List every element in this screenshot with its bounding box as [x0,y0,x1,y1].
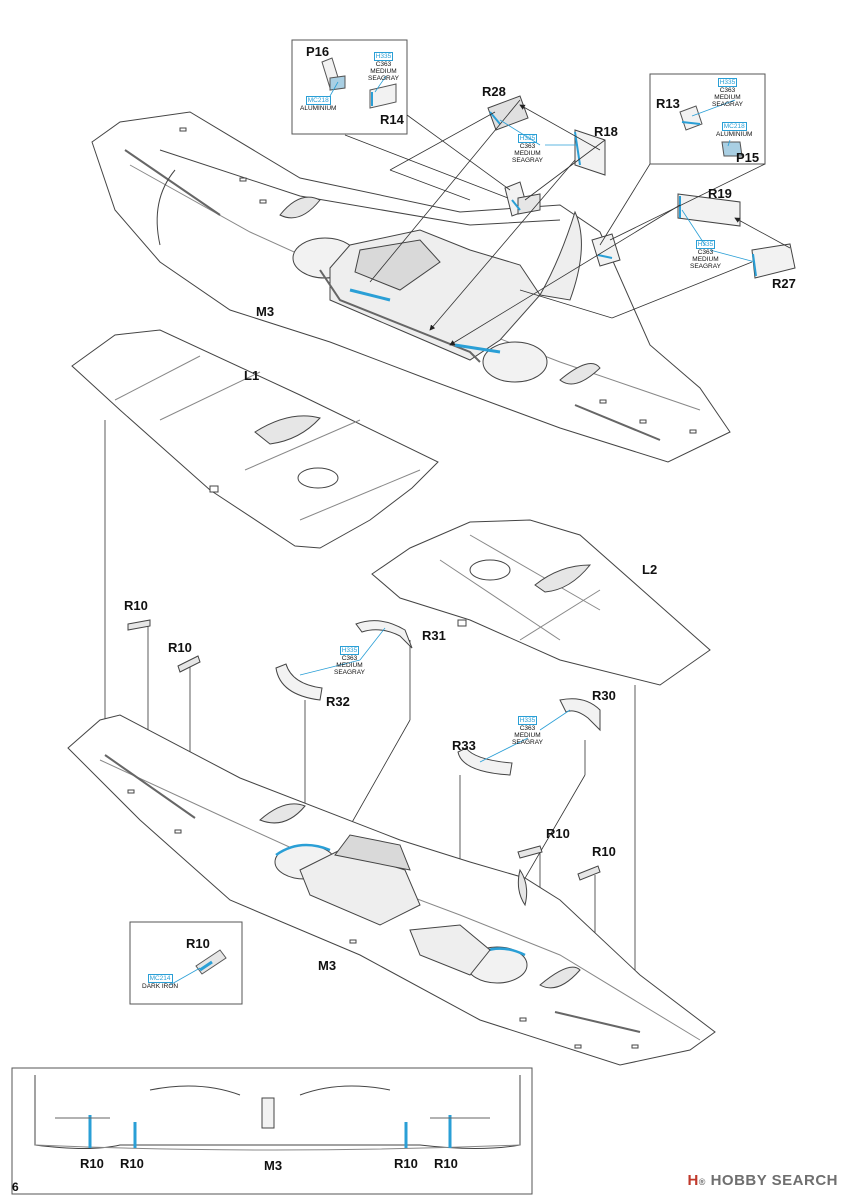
label-p16: P16 [306,44,330,59]
part-r10-right-2 [577,865,601,881]
label-l2: L2 [642,562,658,577]
inset-box-r10 [129,921,243,1005]
bottom-strip-view [11,1067,533,1195]
label-r10-strip-1: R10 [80,1156,104,1171]
label-l1: L1 [244,368,260,383]
label-r14: R14 [380,112,404,127]
label-r10-c: R10 [546,826,570,841]
part-r10-left-1 [127,619,151,631]
detail-box-r13-p15 [649,73,766,165]
part-r30 [559,698,601,732]
watermark-text: HOBBY SEARCH [710,1172,838,1189]
label-r32: R32 [326,694,350,709]
part-r28 [487,95,529,131]
part-r33 [457,747,513,776]
watermark-trademark: ® [698,1177,706,1187]
leader-lines-top [344,99,791,346]
label-r27: R27 [772,276,796,291]
label-r10-strip-2: R10 [120,1156,144,1171]
part-r10-right-1 [517,845,543,859]
wing-m3-bottom [67,714,716,1066]
color-code: MC218 [721,122,747,131]
page-number: 6 [12,1180,19,1194]
color-code: H335 [717,78,738,87]
label-r31: R31 [422,628,446,643]
label-r33: R33 [452,738,476,753]
label-r10-a: R10 [124,598,148,613]
part-r27 [751,243,796,279]
label-r10-d: R10 [592,844,616,859]
watermark-logo: H [687,1172,699,1189]
color-code: H335 [517,134,538,143]
label-r13: R13 [656,96,680,111]
wing-m3-top [91,111,731,463]
part-r19 [677,193,741,227]
label-r10-b: R10 [168,640,192,655]
label-r18: R18 [594,124,618,139]
color-code: MC218 [305,96,331,105]
label-m3-strip: M3 [264,1158,283,1173]
label-m3-top: M3 [256,304,275,319]
label-r30: R30 [592,688,616,703]
label-r10-strip-3: R10 [394,1156,418,1171]
label-r10-inset: R10 [186,936,210,951]
watermark: H® HOBBY SEARCH [687,1172,838,1189]
color-code: H335 [339,646,360,655]
color-leader-lines [169,75,756,986]
label-r10-strip-4: R10 [434,1156,458,1171]
label-m3-bottom: M3 [318,958,337,973]
color-code: H335 [517,716,538,725]
wing-l2 [371,519,711,686]
part-r31 [355,620,413,649]
label-p15: P15 [736,150,760,165]
label-r28: R28 [482,84,506,99]
color-code: H335 [373,52,394,61]
part-r18 [574,129,606,176]
color-callout-5: MC218 ALUMINIUM [716,122,753,138]
color-code: H335 [695,240,716,249]
part-r10-left-2 [177,655,201,673]
color-code: MC214 [147,974,173,983]
label-r19: R19 [708,186,732,201]
part-r32 [275,663,323,701]
color-callout-9: MC214 DARK IRON [142,974,179,990]
color-callout-2: MC218 ALUMINIUM [300,96,337,112]
part-p16-r14-assembly [504,181,541,217]
wing-l1 [71,329,439,549]
